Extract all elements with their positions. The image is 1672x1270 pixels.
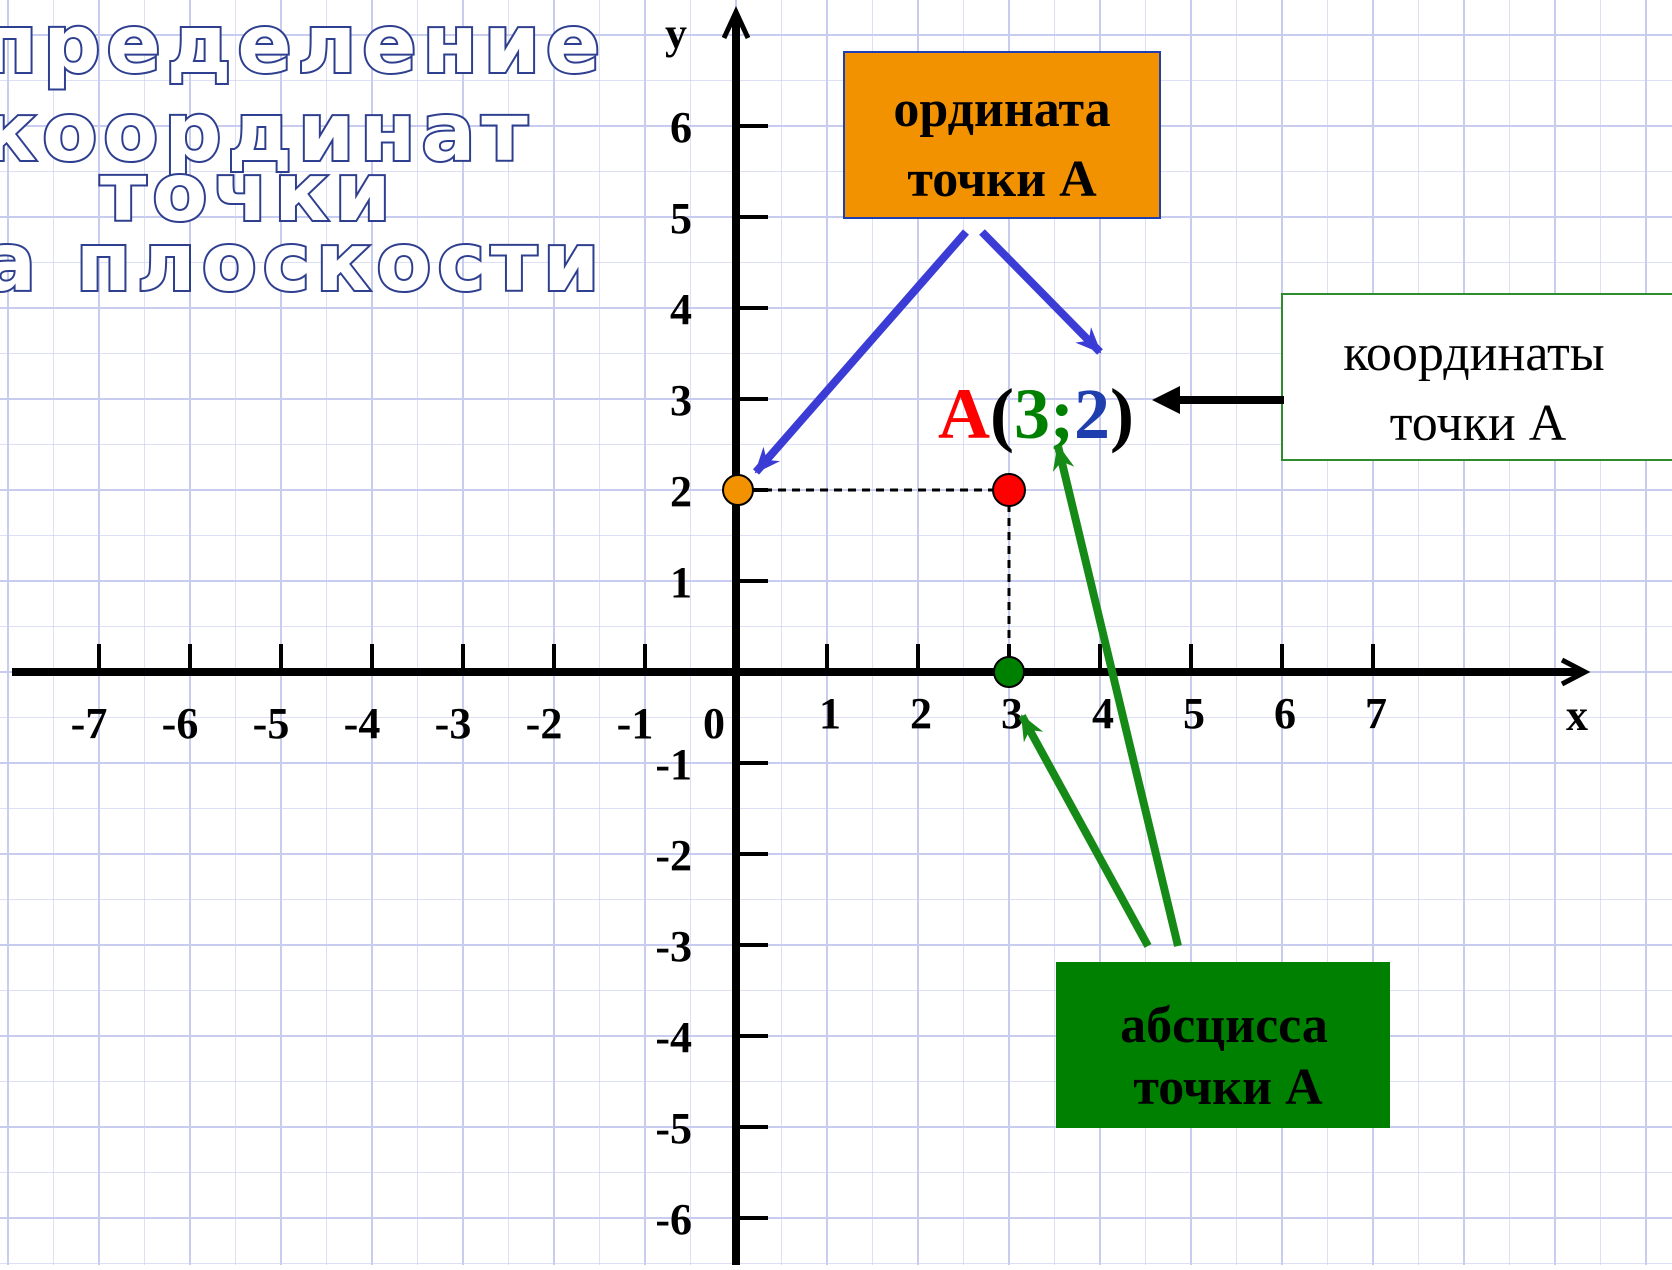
y-tick-label: -1 [655, 740, 692, 789]
separator: ; [1050, 374, 1074, 454]
x-tick-label: -6 [162, 699, 199, 748]
coordinates-callout: координаты точки А [1281, 293, 1672, 461]
ordinate-box [843, 51, 1161, 219]
y-tick-label: 4 [670, 285, 692, 334]
x-axis-arrowhead [1560, 657, 1591, 687]
x-tick-label: 5 [1183, 689, 1205, 738]
slide-title: пределение координат точки а плоскости [0, 0, 606, 311]
y-axis-arrowhead [721, 6, 751, 40]
coordinates-arrowhead [1152, 386, 1180, 414]
y-tick-label: -2 [655, 831, 692, 880]
ordinate-value: 2 [1074, 374, 1110, 454]
x-tick-label: -2 [526, 699, 563, 748]
ordinate-arrow-to-axis [752, 229, 970, 475]
title-line-2: координат [0, 86, 534, 179]
x-tick-label: 1 [819, 689, 841, 738]
x-tick-label: 4 [1092, 689, 1114, 738]
y-tick-label: -5 [655, 1104, 692, 1153]
abscissa-label-line-1: абсцисса [1120, 997, 1328, 1054]
ordinate-point [722, 474, 754, 506]
y-tick-label: 5 [670, 194, 692, 243]
abscissa-box [1056, 962, 1390, 1128]
y-tick-label: 3 [670, 376, 692, 425]
ordinate-callout: ордината точки А [843, 51, 1161, 219]
ordinate-label-line-1: ордината [893, 81, 1110, 138]
y-tick-label: -3 [655, 922, 692, 971]
title-line-3: точки [100, 146, 397, 239]
x-axis-label: x [1566, 691, 1588, 740]
open-paren: ( [990, 374, 1014, 454]
coordinates-box [1281, 293, 1672, 461]
abscissa-value: 3 [1014, 374, 1050, 454]
y-tick-label: -4 [655, 1013, 692, 1062]
title-line-1: пределение [0, 0, 606, 91]
ordinate-label-line-2: точки А [907, 151, 1097, 208]
x-tick-label: 2 [910, 689, 932, 738]
x-tick-label: 6 [1274, 689, 1296, 738]
y-tick-label: 2 [670, 467, 692, 516]
x-tick-label: -5 [253, 699, 290, 748]
abscissa-callout: абсцисса точки А [1056, 962, 1390, 1128]
x-tick-label: -3 [435, 699, 472, 748]
coordinates-label-line-1: координаты [1343, 325, 1604, 382]
x-tick-label: 7 [1365, 689, 1387, 738]
x-tick-label: 3 [1001, 689, 1023, 738]
point-a [992, 473, 1026, 507]
y-tick-label: -6 [655, 1195, 692, 1244]
x-tick-label: -1 [617, 699, 654, 748]
abscissa-arrow-to-notation [1052, 444, 1182, 947]
y-axis-label: y [665, 9, 687, 58]
point-name: A [938, 374, 990, 454]
x-axis-ticks: -7 -6 -5 -4 -3 -2 -1 1 2 3 4 5 6 7 [71, 644, 1387, 748]
ordinate-arrow-to-notation [979, 229, 1103, 355]
coordinate-notation: A(3;2) [938, 374, 1134, 454]
abscissa-point [993, 656, 1025, 688]
x-tick-label: -4 [344, 699, 381, 748]
abscissa-label-line-2: точки А [1133, 1059, 1323, 1116]
y-tick-label: 6 [670, 103, 692, 152]
close-paren: ) [1110, 374, 1134, 454]
abscissa-arrow-to-axis [1018, 714, 1152, 948]
title-line-4: а плоскости [0, 216, 605, 309]
y-tick-label: 1 [670, 558, 692, 607]
coordinates-label-line-2: точки А [1390, 395, 1567, 452]
x-tick-label: -7 [71, 699, 108, 748]
origin-label: 0 [703, 699, 725, 748]
y-axis-ticks: 1 2 3 4 5 6 -1 -2 -3 -4 -5 -6 [655, 103, 768, 1244]
